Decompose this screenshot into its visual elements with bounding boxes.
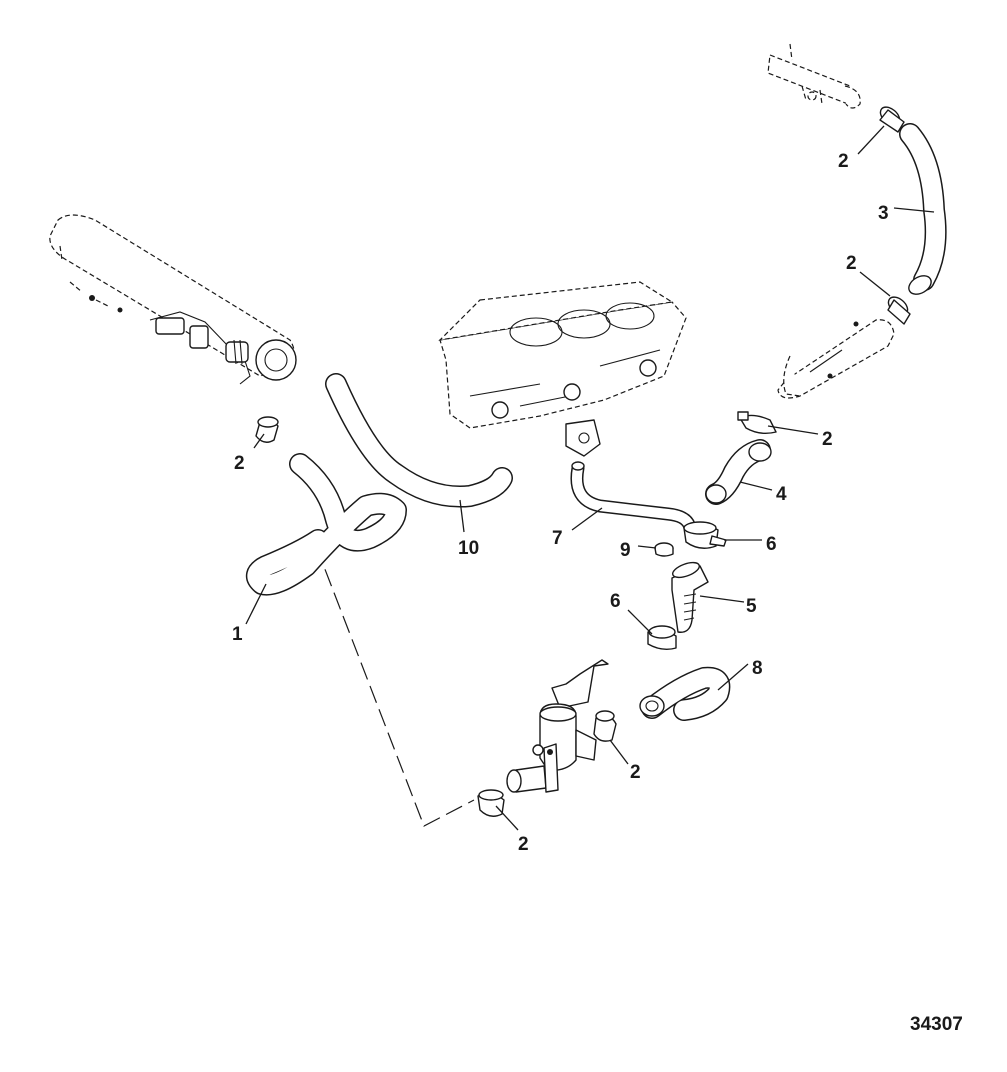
hose-1 xyxy=(245,453,407,596)
clamp-6-upper xyxy=(683,521,727,549)
callout-4: 4 xyxy=(776,484,787,505)
callout-3: 3 xyxy=(878,203,889,224)
figure-number: 34307 xyxy=(910,1014,963,1035)
hose-8 xyxy=(639,666,731,721)
callout-2-lower-right: 2 xyxy=(630,762,641,783)
clamp-2-top-right xyxy=(879,106,905,133)
leader-lines xyxy=(245,125,935,831)
callout-9: 9 xyxy=(620,540,631,561)
callout-2-left: 2 xyxy=(234,453,245,474)
clamp-9 xyxy=(654,542,674,557)
callout-6-lower: 6 xyxy=(610,591,621,612)
engine-block-phantom xyxy=(438,281,687,457)
callout-2-right-upper: 2 xyxy=(846,253,857,274)
clamp-2-right-upper xyxy=(887,296,911,325)
hose-4 xyxy=(705,439,772,505)
clamp-2-bottom xyxy=(477,789,505,817)
callout-1: 1 xyxy=(232,624,243,645)
hose-10 xyxy=(325,373,513,508)
aftercooler-top-phantom xyxy=(767,43,861,109)
clamp-2-mid-right xyxy=(737,411,777,435)
aftercooler-right-phantom xyxy=(777,319,895,399)
callout-2-bottom: 2 xyxy=(518,834,529,855)
hose-3 xyxy=(899,123,947,295)
callout-10: 10 xyxy=(458,538,479,559)
callout-8: 8 xyxy=(752,658,763,679)
hose-7 xyxy=(570,461,697,535)
callout-5: 5 xyxy=(746,596,757,617)
callout-2-mid-right: 2 xyxy=(822,429,833,450)
callout-7: 7 xyxy=(552,528,563,549)
assembly-centerline xyxy=(315,545,475,827)
clamp-2-left xyxy=(255,416,279,443)
clamp-2-lower-right xyxy=(593,710,617,742)
thermostat-housing xyxy=(506,659,609,793)
callout-6-upper: 6 xyxy=(766,534,777,555)
callout-2-top-right: 2 xyxy=(838,151,849,172)
heat-exchanger-phantom xyxy=(49,214,297,385)
clamp-6-lower xyxy=(647,625,677,651)
y-fitting-5 xyxy=(671,561,709,633)
